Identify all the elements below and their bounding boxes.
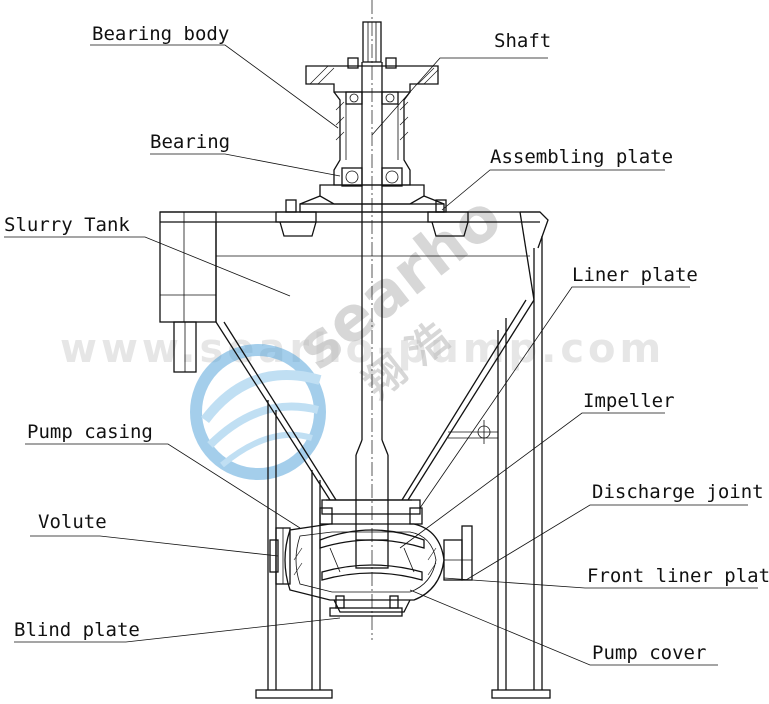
- label-pump-casing: Pump casing: [27, 421, 153, 443]
- label-bearing-body: Bearing body: [92, 23, 229, 45]
- leader-lines: [4, 44, 758, 666]
- liner-plate: [319, 499, 423, 525]
- label-blind-plate: Blind plate: [14, 619, 140, 641]
- label-assembling-plate: Assembling plate: [490, 146, 673, 168]
- label-shaft: Shaft: [494, 30, 551, 52]
- impeller: [319, 529, 425, 581]
- label-pump-cover: Pump cover: [592, 642, 706, 664]
- label-discharge-joint: Discharge joint: [592, 481, 764, 503]
- watermark-url: www.searho-pump.com: [60, 326, 665, 372]
- label-volute: Volute: [38, 511, 107, 533]
- pump-cover: [333, 599, 411, 613]
- watermark: www.searho-pump.com: [60, 326, 665, 372]
- pump-casing: [284, 523, 445, 601]
- blind-plate: [329, 595, 403, 617]
- support-frame: [255, 236, 551, 699]
- shaft: [355, 62, 389, 540]
- discharge-joint: [443, 525, 473, 581]
- searho-logo-icon: [190, 344, 326, 480]
- labels: Bearing body Shaft Bearing Assembling pl…: [4, 23, 769, 664]
- slurry-tank: [159, 211, 549, 501]
- label-liner-plate: Liner plate: [572, 264, 698, 286]
- label-impeller: Impeller: [583, 390, 675, 412]
- bearing-lower: [341, 167, 403, 187]
- shaft-top: [362, 21, 382, 63]
- label-slurry-tank: Slurry Tank: [4, 214, 130, 236]
- label-front-liner-plate: Front liner plate: [587, 565, 769, 587]
- label-bearing: Bearing: [150, 131, 230, 153]
- bearing-upper: [345, 91, 399, 105]
